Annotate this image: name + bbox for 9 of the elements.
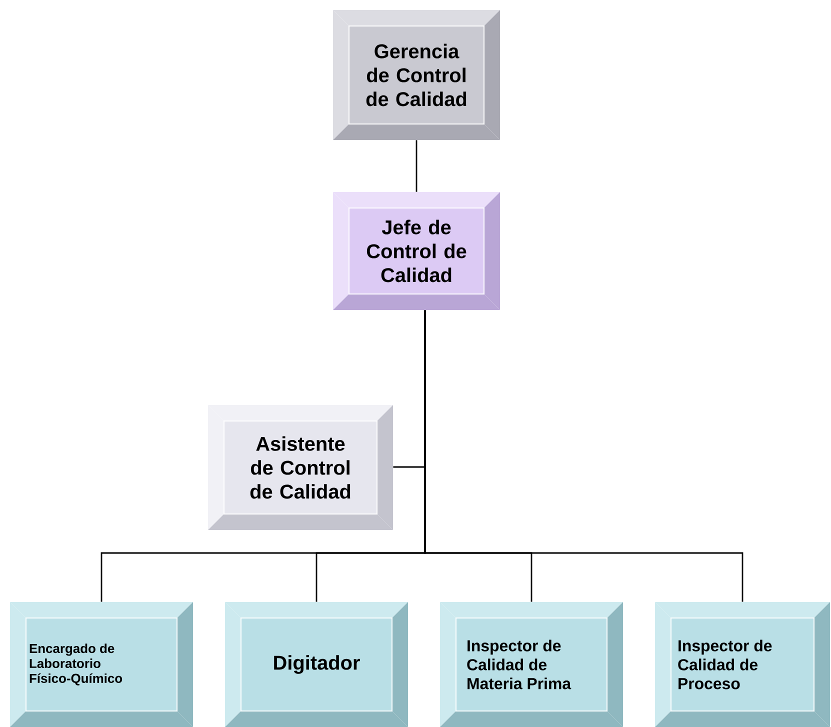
connector-line [416,140,418,192]
org-box: Encargado de Laboratorio Físico-Químico [10,602,193,727]
org-box: Inspector de Calidad de Materia Prima [440,602,623,727]
org-box: Gerencia de Control de Calidad [333,10,500,140]
org-box: Digitador [225,602,408,727]
org-box: Inspector de Calidad de Proceso [655,602,830,727]
org-box: Jefe de Control de Calidad [333,192,500,310]
org-box: Asistente de Control de Calidad [208,405,393,530]
connector-line [424,310,744,602]
